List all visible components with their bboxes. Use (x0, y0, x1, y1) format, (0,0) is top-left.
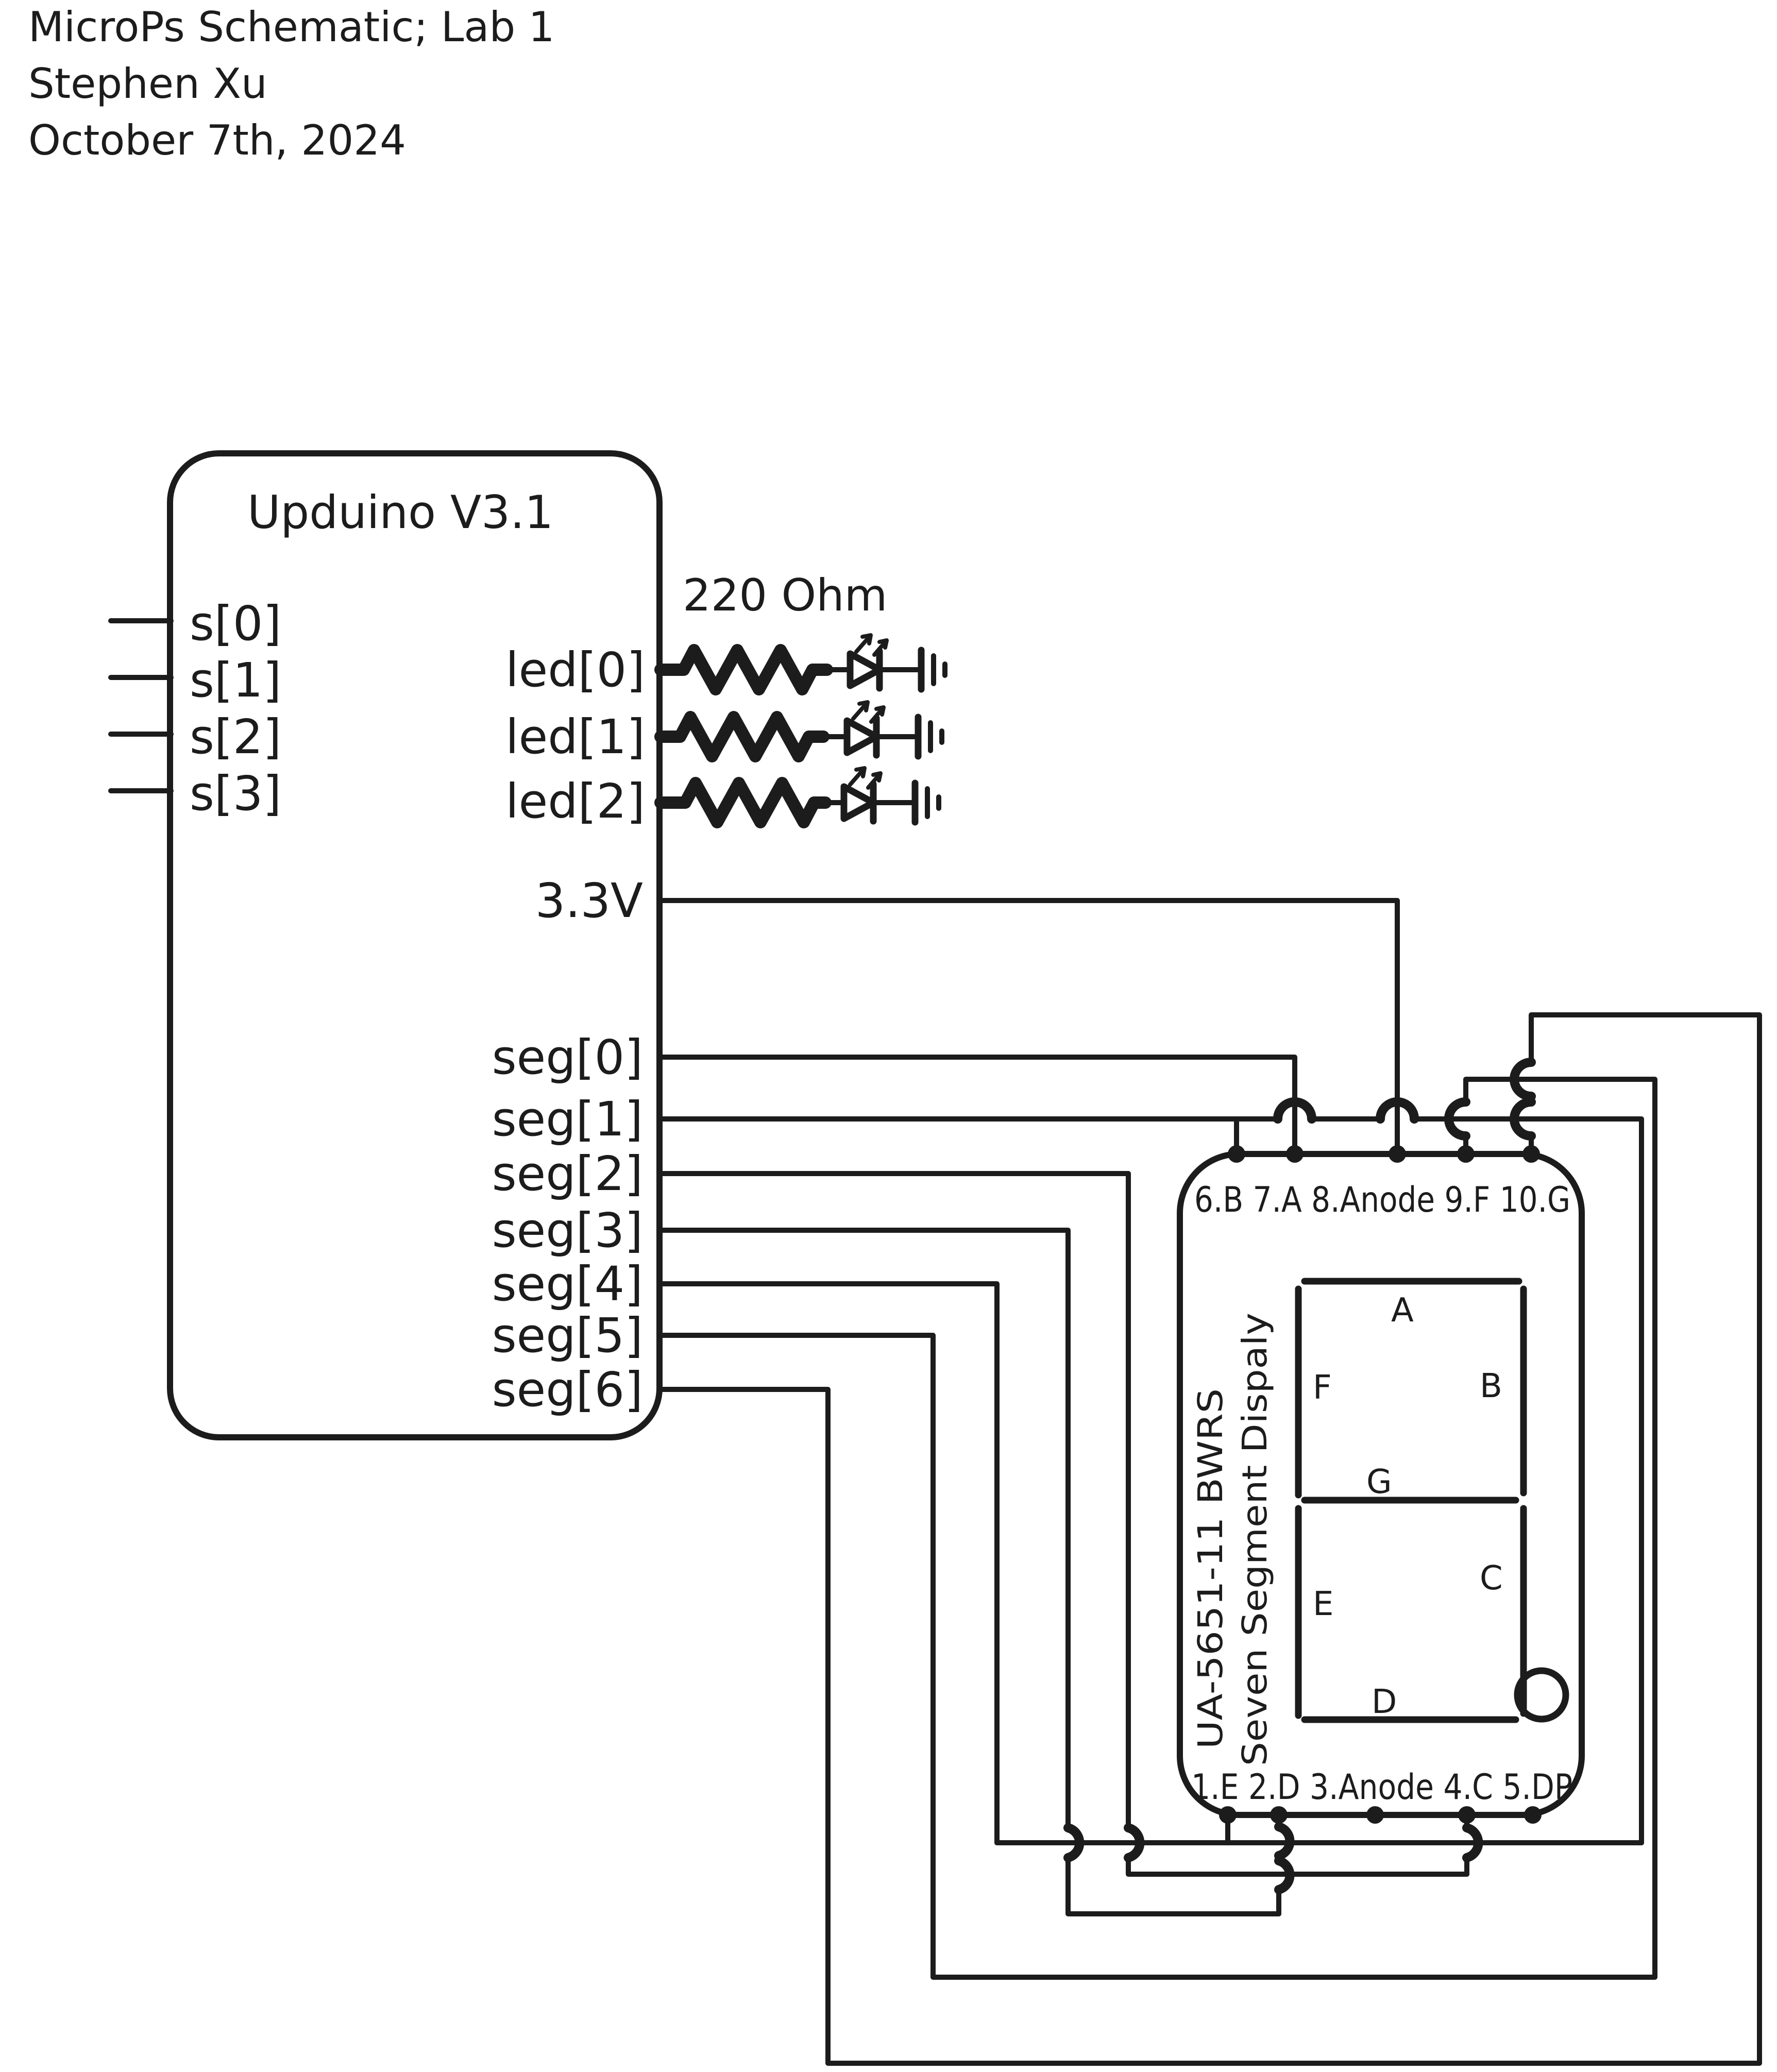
wire-hop-seg2-over-h1 (1124, 1823, 1145, 1862)
schematic-title: MicroPs Schematic; Lab 1 (28, 3, 555, 51)
pin-label-seg4: seg[4] (492, 1256, 643, 1312)
pin-dot-6b (1228, 1145, 1245, 1163)
segment-label-a: A (1391, 1292, 1414, 1330)
decimal-point-icon (1514, 1667, 1569, 1723)
led-arrows-icon-1 (851, 700, 886, 724)
pin-label-s1: s[1] (190, 653, 281, 708)
seven-segment-display: 6.B 7.A 8.Anode 9.F 10.G 1.E 2.D 3.Anode… (1177, 1145, 1585, 1824)
pin-label-seg3: seg[3] (492, 1203, 643, 1258)
pin-dot-10g (1522, 1145, 1540, 1163)
pin-dot-3anode (1366, 1806, 1384, 1824)
pin-label-seg5: seg[5] (492, 1308, 643, 1363)
pin-label-led1: led[1] (505, 709, 645, 765)
wire-hop-2d-over-h1 (1274, 1822, 1295, 1860)
led-circuit-0 (654, 633, 947, 695)
wire-hop-10g-over-seg1 (1510, 1097, 1536, 1141)
wire-hop-10g-over-9f (1510, 1058, 1536, 1101)
resistor-value-label: 220 Ohm (683, 570, 887, 621)
pin-dot-2d (1270, 1806, 1288, 1824)
led-icon-2 (840, 783, 877, 822)
pin-label-s2: s[2] (190, 709, 281, 765)
pin-label-s0: s[0] (190, 596, 281, 651)
wire-hop-seg1-over-seg0 (1273, 1097, 1316, 1124)
resistor-icon-2 (654, 777, 832, 828)
led-arrows-icon-2 (848, 766, 883, 790)
ground-icon-0 (918, 647, 947, 693)
pin-label-seg2: seg[2] (492, 1146, 643, 1201)
pin-label-seg1: seg[1] (492, 1092, 643, 1147)
pin-label-s3: s[3] (190, 766, 281, 821)
upduino-box: Upduino V3.1 s[0] s[1] s[2] s[3] led[0] … (108, 450, 663, 1440)
wire-seg2-c (658, 1171, 1469, 1877)
author-name: Stephen Xu (28, 60, 267, 108)
wire-hop-seg1-over-3v3 (1376, 1097, 1419, 1124)
display-top-pin-dots (1228, 1145, 1540, 1163)
wire-3v3-anode (658, 898, 1400, 1157)
pin-dot-1e (1219, 1806, 1237, 1824)
wire-seg1-b (658, 1116, 1644, 1845)
display-top-pin-labels: 6.B 7.A 8.Anode 9.F 10.G (1194, 1180, 1570, 1220)
led-circuits: 220 Ohm (654, 570, 947, 828)
wire-seg0-a (658, 1055, 1297, 1157)
ground-icon-2 (911, 779, 941, 826)
segment-label-g: G (1366, 1463, 1392, 1501)
display-bottom-pin-dots (1219, 1806, 1542, 1824)
pin-dot-7a (1286, 1145, 1304, 1163)
sevenseg-digit-icon: A F B G E C D (1295, 1278, 1569, 1723)
led-icon-0 (847, 650, 883, 689)
segment-label-e: E (1313, 1585, 1333, 1623)
display-part-name: Seven Segment Dispaly (1235, 1313, 1275, 1766)
wire-hop-9f-over-seg1 (1444, 1097, 1470, 1141)
wire-hop-seg3-over-h1 (1063, 1823, 1085, 1862)
header: MicroPs Schematic; Lab 1 Stephen Xu Octo… (28, 3, 555, 164)
upduino-outline (167, 450, 663, 1440)
ground-icon-1 (915, 714, 944, 760)
wire-hop-2d-over-h2 (1274, 1856, 1295, 1894)
resistor-icon-0 (654, 644, 833, 695)
led-icon-1 (843, 717, 880, 756)
led-circuit-1 (654, 700, 944, 762)
pin-dot-5dp (1524, 1806, 1542, 1824)
resistor-icon-1 (654, 711, 830, 762)
upduino-title: Upduino V3.1 (247, 486, 553, 539)
pin-dot-9f (1457, 1145, 1475, 1163)
display-part-number: UA-5651-11 BWRS (1191, 1388, 1230, 1749)
pin-label-seg6: seg[6] (492, 1362, 643, 1417)
display-bottom-pin-labels: 1.E 2.D 3.Anode 4.C 5.DP (1191, 1767, 1572, 1808)
wire-hop-4c-over-h1 (1462, 1823, 1483, 1862)
led-circuit-2 (654, 766, 941, 828)
wires (658, 898, 1762, 2066)
pin-label-led0: led[0] (505, 642, 645, 698)
segment-label-c: C (1480, 1559, 1503, 1598)
wire-seg3-d (658, 1228, 1281, 1916)
schematic-date: October 7th, 2024 (28, 116, 406, 164)
pin-label-3v3: 3.3V (535, 873, 643, 928)
led-arrows-icon-0 (854, 633, 889, 657)
pin-dot-4c (1458, 1806, 1476, 1824)
segment-label-d: D (1372, 1683, 1397, 1721)
pin-label-seg0: seg[0] (492, 1030, 643, 1085)
wire-seg4-e (658, 1281, 1000, 1845)
pin-dot-8anode (1389, 1145, 1406, 1163)
segment-label-f: F (1313, 1369, 1332, 1407)
segment-label-b: B (1480, 1367, 1502, 1405)
pin-label-led2: led[2] (505, 774, 645, 829)
